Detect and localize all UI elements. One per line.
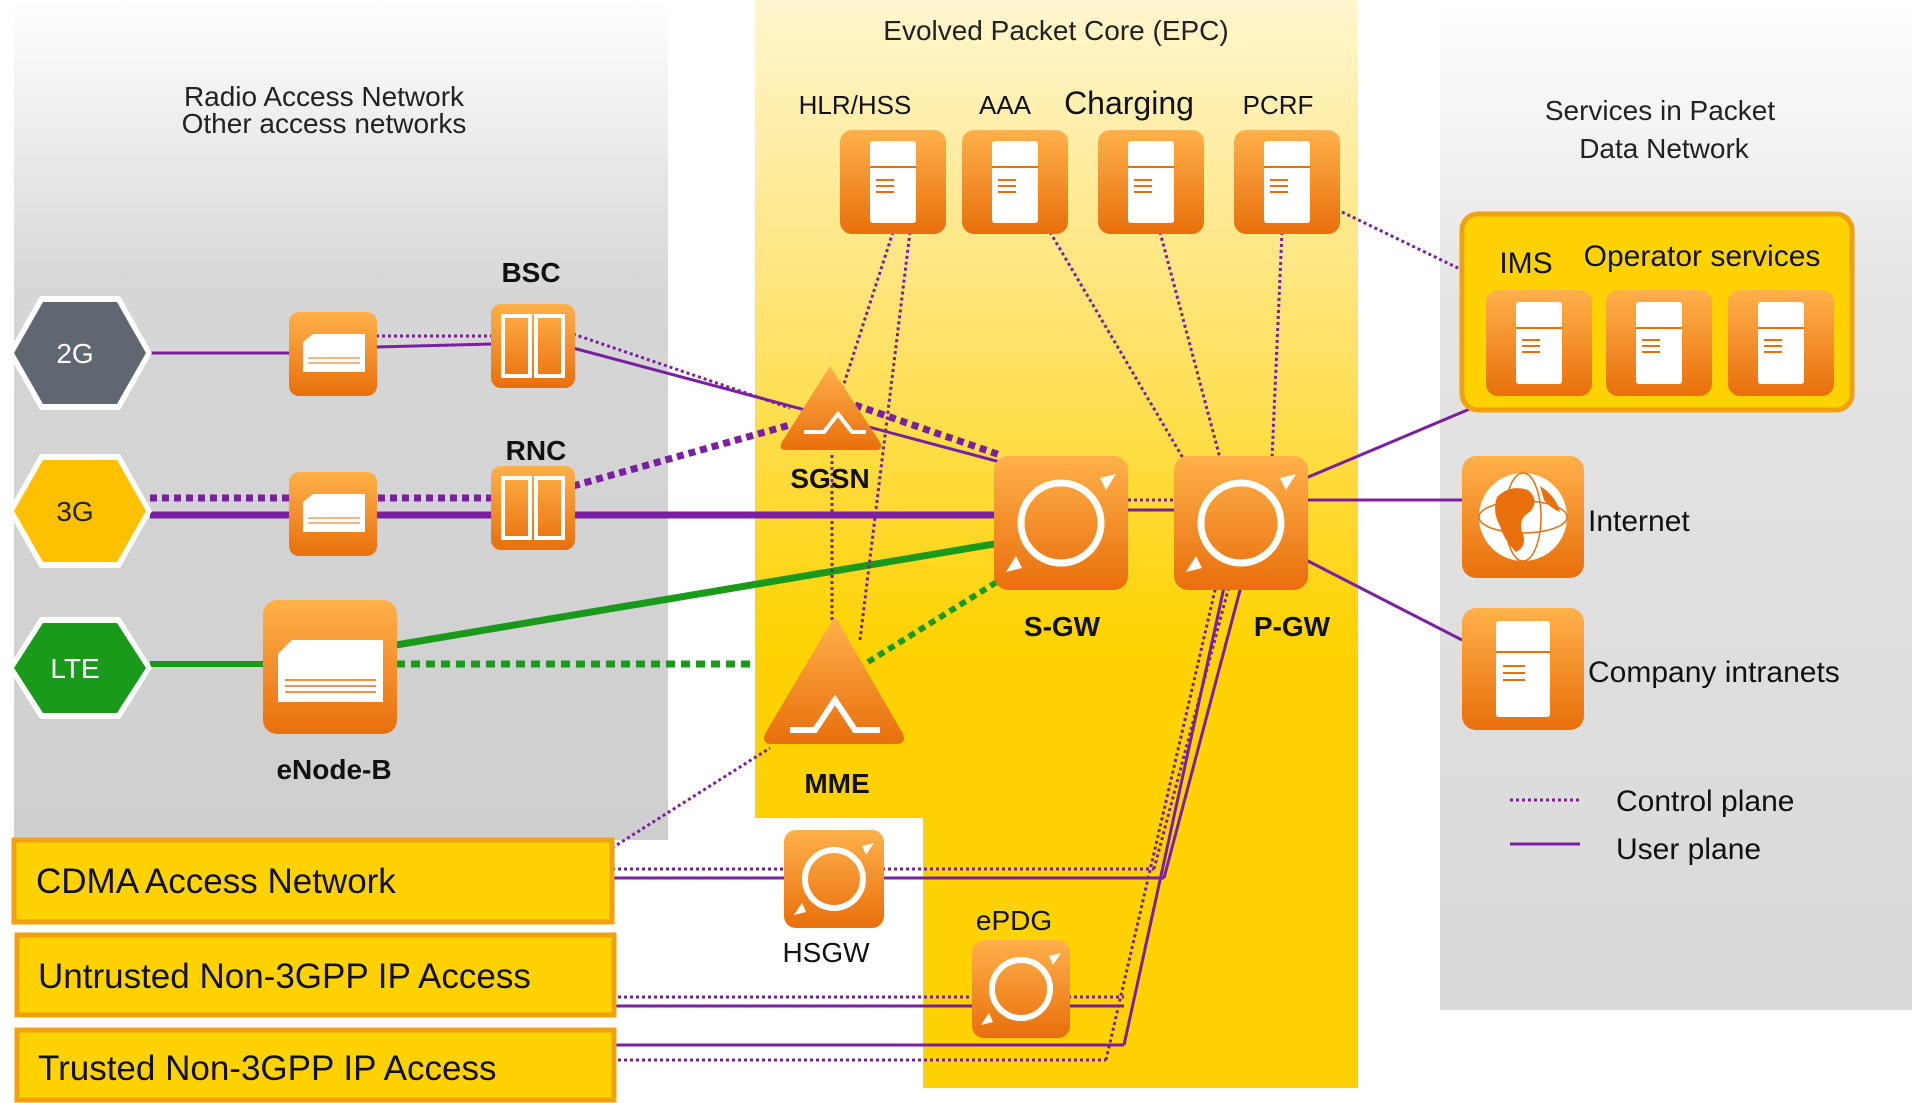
control-line-bsc-sgsn [572,332,791,410]
rnc-icon [491,466,575,550]
cdma-box [11,837,615,925]
charging-label: Charging [1064,85,1194,121]
nodeb-3g-icon [289,472,377,556]
hex-3g-label: 3G [56,496,93,527]
rnc-label: RNC [506,435,567,466]
ims-server-icon-3 [1728,290,1834,396]
untrusted-box [14,932,617,1018]
user-line-pgw-ims [1305,406,1473,480]
globe-icon [1462,456,1584,578]
intranets-label: Company intranets [1588,656,1840,689]
legend-user-label: User plane [1616,833,1761,866]
user-line-trunk-2 [1122,559,1232,1046]
intranet-server-icon [1462,608,1584,730]
pcrf-server-icon [1234,130,1340,234]
sgw-icon [994,456,1128,590]
trusted-label: Trusted Non-3GPP IP Access [38,1049,496,1088]
internet-label: Internet [1588,505,1690,538]
control-line-mme-sgw [866,577,1002,665]
control-line-hlr-sgsn [840,231,895,391]
enodeb-label: eNode-B [276,754,391,785]
ims-label: IMS [1499,247,1552,280]
pgw-label: P-GW [1254,611,1331,642]
untrusted-label: Untrusted Non-3GPP IP Access [38,957,531,996]
control-line-trunk-2 [1104,559,1224,1061]
control-line-pcrf-pgw [1270,231,1284,459]
pdn-title-line1: Services in Packet [1545,95,1776,126]
control-line-charging-pgw [1158,231,1222,459]
legend-control-label: Control plane [1616,785,1794,818]
user-line-enb-sgw [395,539,1001,649]
hsgw-label: HSGW [782,937,870,968]
control-line-pcrf-ims [1341,210,1463,272]
pgw-icon [1174,456,1308,590]
user-line-2g-bsc [375,342,493,349]
user-line-bsc-sgw [572,346,1001,464]
bts-2g-icon [289,312,377,396]
user-line-pgw-intranet [1305,558,1463,642]
user-line-trunk-1 [1162,559,1250,879]
control-line-cdma-mme [611,746,771,850]
hex-3g: 3G [8,454,152,568]
mme-icon [764,616,904,744]
cdma-label: CDMA Access Network [36,862,396,901]
legend: Control plane User plane [1510,785,1794,866]
mme-label: MME [804,768,869,799]
control-line-charging-sgw [1048,231,1185,459]
operator-services-label: Operator services [1584,240,1821,273]
bsc-label: BSC [501,257,560,288]
connections [150,210,1473,1062]
hex-lte: LTE [8,617,152,719]
pdn-title-line2: Data Network [1579,133,1750,164]
epc-title: Evolved Packet Core (EPC) [883,15,1228,46]
sgw-label: S-GW [1024,611,1101,642]
hlr-server-icon [840,130,946,234]
control-line-sgsn-sgw [853,401,1002,459]
control-line-hlr-mme [858,231,912,641]
control-line-rnc-sgsn [572,421,791,490]
ims-server-icon-2 [1606,290,1712,396]
aaa-server-icon [962,130,1068,234]
hlr-label: HLR/HSS [799,90,912,120]
aaa-label: AAA [979,90,1032,120]
hex-2g-label: 2G [56,338,93,369]
epdg-label: ePDG [976,905,1052,936]
sgsn-label: SGSN [790,463,869,494]
control-line-trunk-1 [1152,559,1238,870]
enodeb-icon [263,600,397,734]
epdg-icon [972,940,1070,1038]
hex-lte-label: LTE [50,653,99,684]
ran-title-line2: Other access networks [182,108,467,139]
hsgw-icon [784,830,884,928]
trusted-box [14,1027,617,1103]
pcrf-label: PCRF [1243,90,1314,120]
bsc-icon [491,304,575,388]
charging-server-icon [1098,130,1204,234]
sgsn-icon [780,366,882,450]
ran-title-line1: Radio Access Network [184,81,465,112]
hex-2g: 2G [8,296,152,410]
ims-server-icon-1 [1486,290,1592,396]
